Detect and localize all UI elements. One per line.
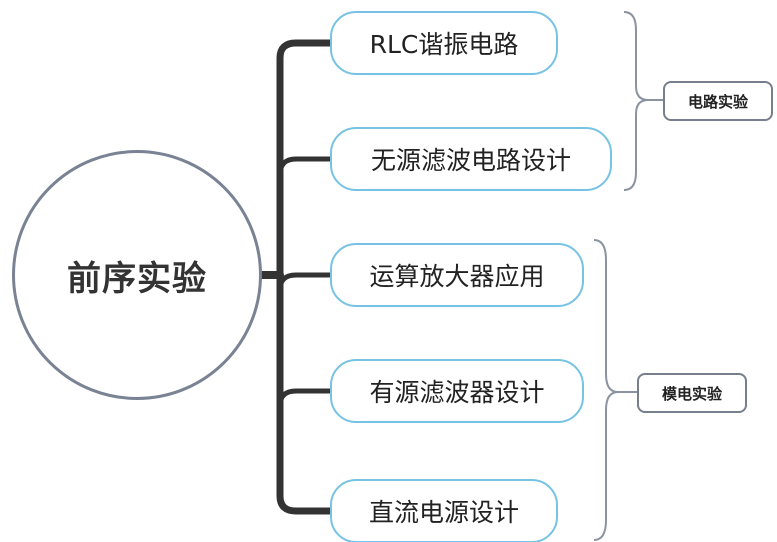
branch-line-2	[277, 272, 335, 293]
branch-line-3	[277, 388, 335, 409]
group-label: 电路实验	[687, 92, 748, 111]
bracket-analog	[593, 239, 637, 541]
child-node-op-amp[interactable]: 运算放大器应用	[330, 243, 584, 307]
child-label: 运算放大器应用	[369, 262, 545, 291]
group-circuit-experiments[interactable]: 电路实验	[663, 81, 773, 121]
child-node-dc-power[interactable]: 直流电源设计	[330, 479, 558, 542]
root-node[interactable]: 前序实验	[12, 150, 262, 400]
child-node-active-filter[interactable]: 有源滤波器设计	[330, 359, 584, 423]
child-label: 直流电源设计	[368, 498, 519, 527]
group-analog-experiments[interactable]: 模电实验	[637, 373, 747, 413]
root-label: 前序实验	[67, 258, 207, 299]
child-node-rlc[interactable]: RLC谐振电路	[330, 11, 558, 75]
vertical-spine	[276, 39, 336, 515]
group-label: 模电实验	[661, 384, 722, 403]
child-label: 有源滤波器设计	[369, 378, 545, 407]
child-node-passive-filter[interactable]: 无源滤波电路设计	[330, 127, 612, 191]
branch-line-1	[277, 156, 335, 178]
child-label: RLC谐振电路	[369, 30, 519, 59]
child-label: 无源滤波电路设计	[370, 146, 571, 175]
bracket-circuit	[623, 11, 663, 191]
